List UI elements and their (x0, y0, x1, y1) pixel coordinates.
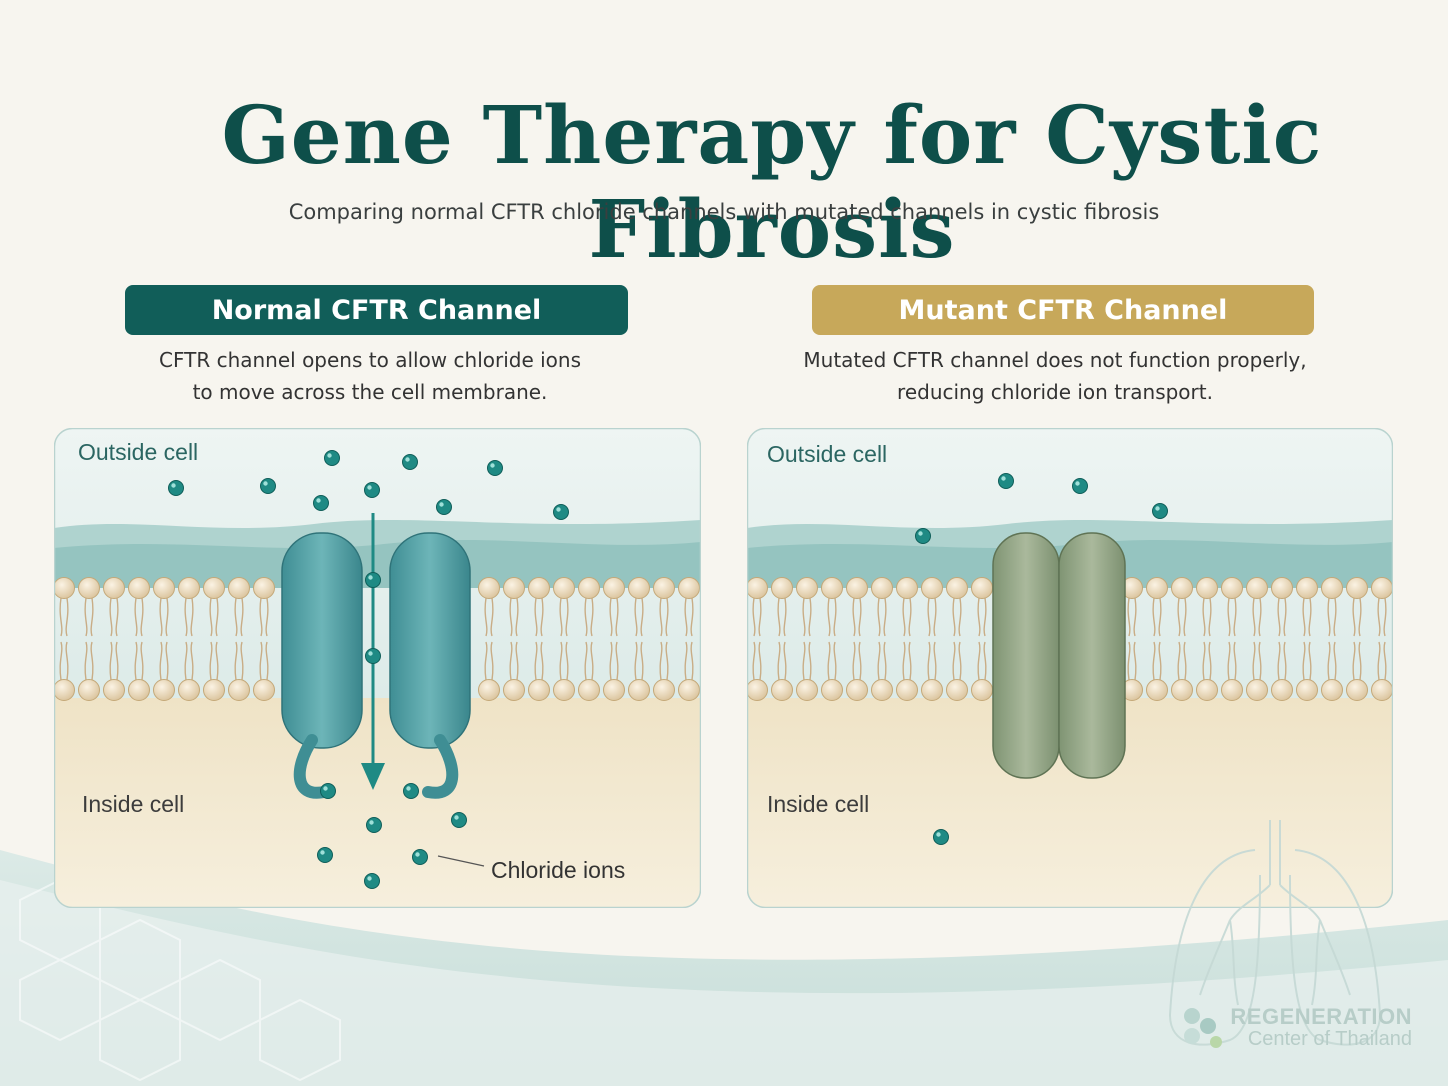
mutant-description-line2: reducing chloride ion transport. (897, 380, 1213, 404)
chloride-ion (317, 847, 333, 863)
chloride-ion-highlight (556, 507, 561, 512)
chloride-ion-highlight (367, 485, 372, 490)
outside-cell-label: Outside cell (78, 439, 198, 465)
chloride-ion (366, 817, 382, 833)
chloride-ion (915, 528, 931, 544)
mutant-channel-panel: Outside cell Inside cell (747, 428, 1393, 908)
chloride-ion-highlight (367, 876, 372, 881)
cftr-channel-closed (992, 532, 1126, 779)
mutant-channel-heading: Mutant CFTR Channel (812, 285, 1314, 335)
normal-channel-panel: Outside cell Inside cell Chloride ions (54, 428, 701, 908)
page-subtitle: Comparing normal CFTR chloride channels … (288, 200, 1160, 224)
brand-tagline: Center of Thailand (1247, 1028, 1412, 1050)
chloride-ion (320, 783, 336, 799)
chloride-ion-highlight (439, 502, 444, 507)
chloride-ion (364, 482, 380, 498)
lungs-icon (1168, 820, 1382, 1046)
brand-watermark: REGENERATION Center of Thailand (1230, 1004, 1412, 1051)
chloride-ion-highlight (316, 498, 321, 503)
normal-description-line2: to move across the cell membrane. (192, 380, 548, 404)
normal-description-line1: CFTR channel opens to allow chloride ion… (158, 348, 582, 372)
chloride-ion-highlight (406, 786, 411, 791)
normal-channel-heading: Normal CFTR Channel (125, 285, 628, 335)
chloride-ion (436, 499, 452, 515)
chloride-ion (324, 450, 340, 466)
mutant-channel-description: Mutated CFTR channel does not function p… (795, 344, 1315, 408)
chloride-ion (412, 849, 428, 865)
chloride-ion-highlight (327, 453, 332, 458)
page-title: Gene Therapy for Cystic Fibrosis (221, 88, 1323, 276)
chloride-ion-highlight (323, 786, 328, 791)
hexagon-pattern (19, 878, 341, 1082)
chloride-ion-highlight (1155, 506, 1160, 511)
chloride-ion-highlight (263, 481, 268, 486)
cftr-channel-open (281, 532, 471, 799)
chloride-ion (451, 812, 467, 828)
chloride-ion (487, 460, 503, 476)
chloride-ion (998, 473, 1014, 489)
chloride-ion-highlight (454, 815, 459, 820)
chloride-ion (260, 478, 276, 494)
chloride-ion (403, 783, 419, 799)
chloride-ion-highlight (405, 457, 410, 462)
chloride-ion (1072, 478, 1088, 494)
chloride-ion-highlight (368, 651, 373, 656)
inside-cell-label: Inside cell (767, 791, 869, 817)
chloride-ion-highlight (369, 820, 374, 825)
chloride-flow-arrow (361, 513, 385, 790)
chloride-ion (365, 648, 381, 664)
chloride-ion (168, 480, 184, 496)
brand-name: REGENERATION (1230, 1004, 1412, 1029)
lipid-bilayer (54, 577, 700, 701)
chloride-ion (313, 495, 329, 511)
chloride-ion-highlight (936, 832, 941, 837)
normal-channel-description: CFTR channel opens to allow chloride ion… (110, 344, 630, 408)
lipid-bilayer (747, 577, 1393, 701)
chloride-ion (1152, 503, 1168, 519)
mutant-description-line1: Mutated CFTR channel does not function p… (803, 348, 1307, 372)
outside-cell-label: Outside cell (767, 441, 887, 467)
chloride-ion (365, 572, 381, 588)
chloride-ion-highlight (368, 575, 373, 580)
chloride-ion (933, 829, 949, 845)
chloride-ion-highlight (320, 850, 325, 855)
chloride-ions (915, 473, 1168, 845)
chloride-ion-highlight (490, 463, 495, 468)
chloride-ion-highlight (1001, 476, 1006, 481)
chloride-ion-highlight (918, 531, 923, 536)
inside-cell-label: Inside cell (82, 791, 184, 817)
chloride-ion (553, 504, 569, 520)
chloride-ions (168, 450, 569, 889)
chloride-ion-highlight (415, 852, 420, 857)
chloride-ion (364, 873, 380, 889)
brand-logo-icon (1184, 1008, 1222, 1048)
chloride-ion-highlight (171, 483, 176, 488)
chloride-ion (402, 454, 418, 470)
chloride-ion-highlight (1075, 481, 1080, 486)
chloride-ions-label: Chloride ions (491, 857, 625, 883)
